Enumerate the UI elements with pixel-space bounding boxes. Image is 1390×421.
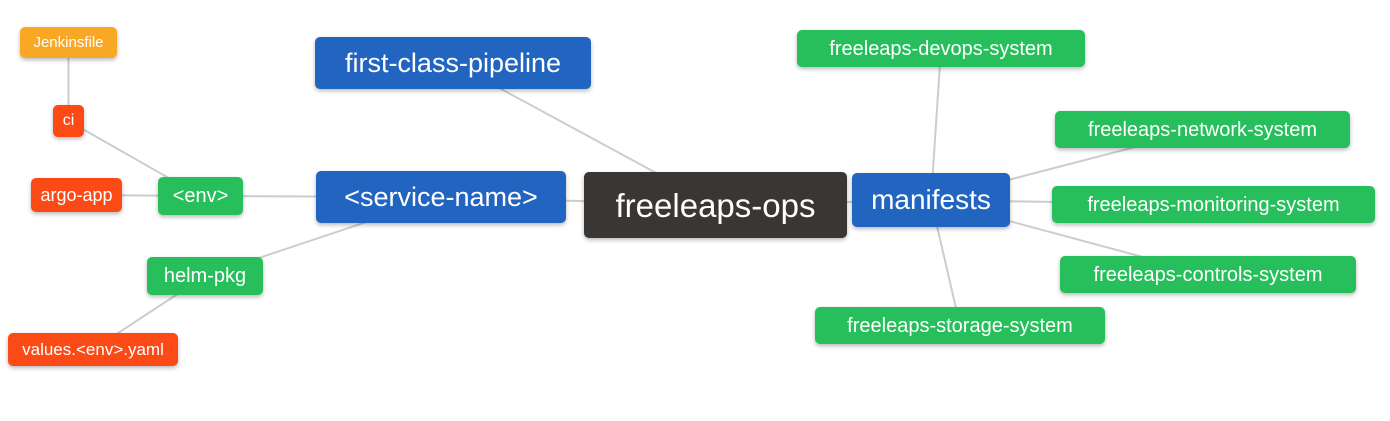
- node-manifests[interactable]: manifests: [852, 173, 1010, 227]
- node-ci[interactable]: ci: [53, 105, 84, 137]
- node-freeleaps-network-system[interactable]: freeleaps-network-system: [1055, 111, 1350, 148]
- node-freeleaps-monitoring-system[interactable]: freeleaps-monitoring-system: [1052, 186, 1375, 223]
- node-freeleaps-ops[interactable]: freeleaps-ops: [584, 172, 847, 238]
- node-jenkinsfile[interactable]: Jenkinsfile: [20, 27, 117, 58]
- node-service-name[interactable]: <service-name>: [316, 171, 566, 223]
- node-first-class-pipeline[interactable]: first-class-pipeline: [315, 37, 591, 89]
- node-freeleaps-controls-system[interactable]: freeleaps-controls-system: [1060, 256, 1356, 293]
- node-freeleaps-devops-system[interactable]: freeleaps-devops-system: [797, 30, 1085, 67]
- node-env[interactable]: <env>: [158, 177, 243, 215]
- node-freeleaps-storage-system[interactable]: freeleaps-storage-system: [815, 307, 1105, 344]
- node-helm-pkg[interactable]: helm-pkg: [147, 257, 263, 295]
- node-argo-app[interactable]: argo-app: [31, 178, 122, 212]
- node-values-env-yaml[interactable]: values.<env>.yaml: [8, 333, 178, 366]
